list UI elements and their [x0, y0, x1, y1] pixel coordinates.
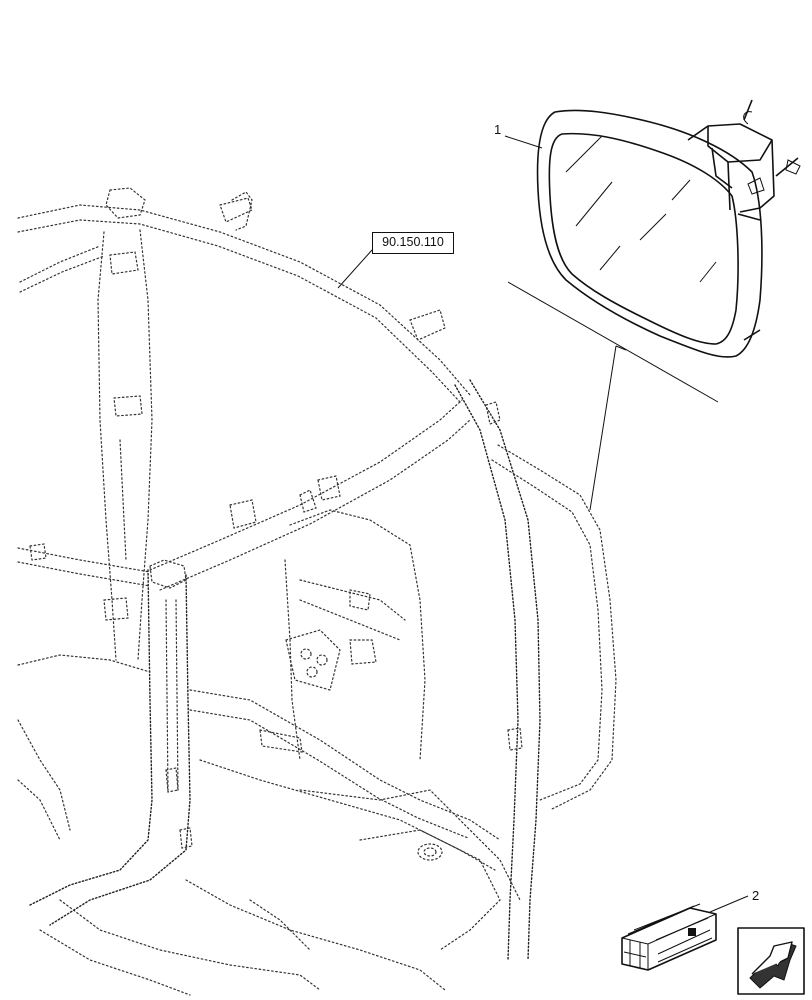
cab-frame: [17, 187, 617, 996]
wooden-crate-icon: [621, 903, 717, 971]
callout-1-label: 1: [494, 122, 502, 137]
arrow-navigation-icon[interactable]: [737, 927, 805, 995]
callout-2-leader: [709, 895, 749, 913]
rear-view-mirror: [536, 99, 801, 358]
reference-leader-line: [337, 249, 373, 289]
callout-2-label: 2: [752, 888, 760, 903]
callout-1-leader: [504, 135, 543, 149]
reference-number-box[interactable]: 90.150.110: [372, 232, 454, 254]
detail-zoom-lines: [507, 281, 719, 511]
